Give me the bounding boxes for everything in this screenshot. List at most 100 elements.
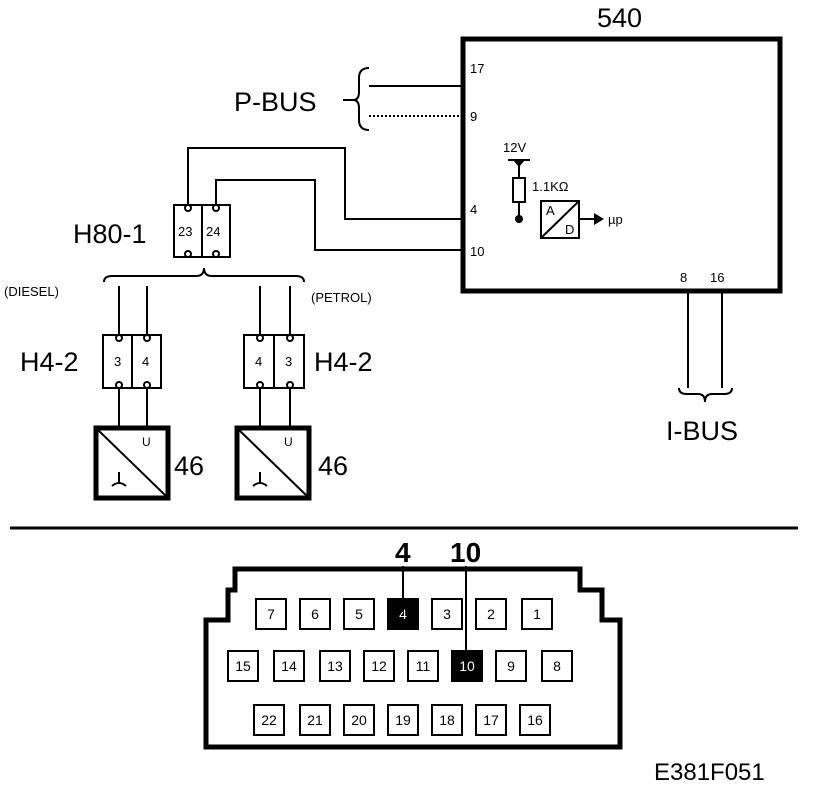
h80-pin-24: 24	[206, 224, 220, 239]
connector-pin-16: 16	[519, 704, 551, 736]
pin-box	[451, 650, 483, 682]
pin-box	[387, 704, 419, 736]
connector-pin-6: 6	[299, 598, 331, 630]
connector-pin-14: 14	[273, 650, 305, 682]
pin-box	[431, 704, 463, 736]
h80-pin-23: 23	[178, 224, 192, 239]
pin-label: 4	[399, 606, 407, 622]
ecu-pin-8: 8	[680, 270, 687, 285]
ecu-wires	[187, 147, 463, 251]
connector-pin-21: 21	[299, 704, 331, 736]
diesel-pin-a: 3	[114, 354, 121, 369]
ecu-pin-17: 17	[470, 61, 484, 76]
ecu-box	[460, 36, 783, 294]
ad-d: D	[565, 222, 574, 237]
h80-label: H80-1	[73, 219, 147, 249]
diesel-branch: (DIESEL) H4-2 3 4 U 46	[4, 284, 204, 501]
pin-box	[521, 598, 553, 630]
pin-label: 21	[307, 712, 323, 728]
connector-pin-2: 2	[475, 598, 507, 630]
pin-label: 11	[416, 658, 431, 674]
p-bus-brace	[352, 67, 370, 131]
pin-label: 7	[267, 606, 275, 622]
connector-pin-20: 20	[343, 704, 375, 736]
pin-label: 10	[459, 658, 475, 674]
petrol-sensor-u: U	[284, 435, 293, 449]
connector-h80-1: H80-1 23 24	[73, 204, 305, 283]
ad-a: A	[546, 203, 555, 218]
ground-icon	[111, 472, 127, 487]
diesel-sensor-u: U	[142, 435, 151, 449]
pin-box	[363, 650, 395, 682]
petrol-pin-a: 4	[255, 354, 262, 369]
pin-label: 22	[261, 712, 277, 728]
pin-box	[299, 598, 331, 630]
pin-box	[319, 650, 351, 682]
pin-label: 2	[487, 606, 495, 622]
pin-label: 17	[483, 712, 499, 728]
pin-box	[407, 650, 439, 682]
pin-label: 5	[355, 606, 363, 622]
diesel-connector-label: H4-2	[20, 347, 79, 377]
pin-label: 14	[281, 658, 297, 674]
micro-label: µp	[608, 212, 623, 227]
connector-pin-18: 18	[431, 704, 463, 736]
pin-box	[299, 704, 331, 736]
i-bus: I-BUS	[666, 291, 738, 446]
connector-pin-7: 7	[255, 598, 287, 630]
pullup-resistor	[512, 177, 526, 203]
pin-label: 3	[443, 606, 451, 622]
connector-pin-5: 5	[343, 598, 375, 630]
pin-label: 12	[371, 658, 387, 674]
pin-label: 8	[553, 658, 561, 674]
connector-pin-10: 10	[451, 650, 483, 682]
pin-box	[273, 650, 305, 682]
junction-dot	[515, 215, 523, 223]
pin-box	[475, 598, 507, 630]
p-bus: P-BUS	[234, 67, 463, 131]
petrol-caption: (PETROL)	[311, 290, 372, 305]
petrol-pin-b: 3	[285, 354, 292, 369]
variant-brace	[103, 267, 305, 283]
connector-pin-19: 19	[387, 704, 419, 736]
pin-box	[343, 598, 375, 630]
ecu-pin-4: 4	[470, 202, 477, 217]
ground-icon	[252, 472, 268, 487]
pin-label: 6	[311, 606, 319, 622]
petrol-branch: (PETROL) 4 3 H4-2 U 46	[234, 286, 373, 501]
connector-pin-11: 11	[407, 650, 439, 682]
connector-pin-13: 13	[319, 650, 351, 682]
connector-pin-12: 12	[363, 650, 395, 682]
pin-box	[495, 650, 527, 682]
connector-pin-15: 15	[227, 650, 259, 682]
pin-box	[541, 650, 573, 682]
pin-label: 20	[351, 712, 367, 728]
output-arrow	[594, 213, 604, 225]
diesel-caption: (DIESEL)	[4, 284, 59, 299]
callout-pin-10: 10	[450, 537, 481, 568]
petrol-sensor-label: 46	[318, 451, 348, 481]
i-bus-brace	[678, 387, 733, 403]
i-bus-label: I-BUS	[666, 416, 738, 446]
pin-box	[431, 598, 463, 630]
connector-pin-3: 3	[431, 598, 463, 630]
pin-label: 19	[395, 712, 411, 728]
pin-label: 18	[439, 712, 455, 728]
pin-box	[475, 704, 507, 736]
pin-label: 16	[527, 712, 543, 728]
ecu-pin-9: 9	[470, 109, 477, 124]
connector-pin-22: 22	[253, 704, 285, 736]
connector-pin-1: 1	[521, 598, 553, 630]
petrol-connector-label: H4-2	[314, 347, 373, 377]
ecu-pin-16: 16	[710, 270, 724, 285]
pin-box	[519, 704, 551, 736]
petrol-sensor	[234, 425, 312, 501]
connector-housing	[203, 566, 623, 750]
ecu-pin-10: 10	[470, 244, 484, 259]
resistor-label: 1.1KΩ	[532, 179, 569, 194]
ecu-540: 540 17 9 4 10 8 16 12V 1.1KΩ A D µp	[460, 3, 783, 294]
connector-pin-17: 17	[475, 704, 507, 736]
